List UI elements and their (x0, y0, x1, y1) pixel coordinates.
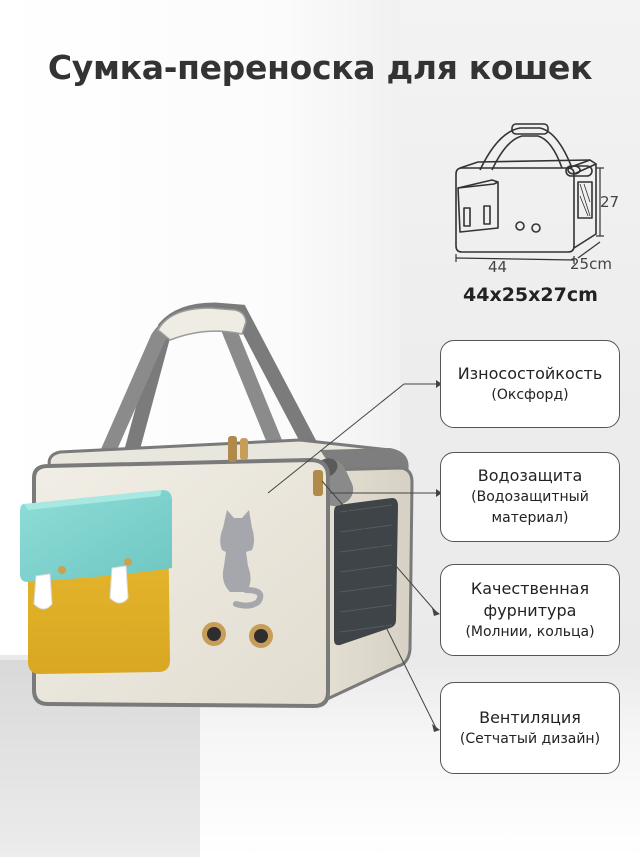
cat-silhouette-icon (220, 510, 264, 609)
feature-callout-hardware: Качественная фурнитура (Молнии, кольца) (440, 564, 620, 656)
length-label: 44 (488, 258, 508, 276)
feature-callout-wear-resistance: Износостойкость (Оксфорд) (440, 340, 620, 428)
bag-line-drawing-icon (455, 123, 604, 264)
handle-grip (157, 307, 247, 341)
feature-callout-waterproof: Водозащита (Водозащитный материал) (440, 452, 620, 542)
feature-title: Качественная фурнитура (470, 578, 590, 620)
feature-subtitle: (Сетчатый дизайн) (459, 730, 601, 747)
depth-label: 25cm (570, 255, 612, 273)
feature-subtitle: (Молнии, кольца) (465, 623, 595, 640)
feature-title: Износостойкость (457, 363, 603, 383)
air-vent-grommets (202, 622, 273, 648)
zipper-pull (228, 436, 237, 462)
feature-title: Вентиляция (479, 707, 581, 727)
height-label: 27 (600, 193, 620, 211)
feature-callout-ventilation: Вентиляция (Сетчатый дизайн) (440, 682, 620, 774)
feature-subtitle: (Водозащитный материал) (471, 489, 589, 526)
product-image (20, 300, 450, 720)
page-title: Сумка-переноска для кошек (47, 48, 593, 87)
teal-flap (20, 490, 172, 582)
feature-title: Водозащита (477, 466, 583, 485)
feature-subtitle: (Оксфорд) (491, 386, 569, 403)
dimensions-summary: 44x25x27cm (463, 284, 598, 306)
dimension-diagram (440, 118, 640, 278)
